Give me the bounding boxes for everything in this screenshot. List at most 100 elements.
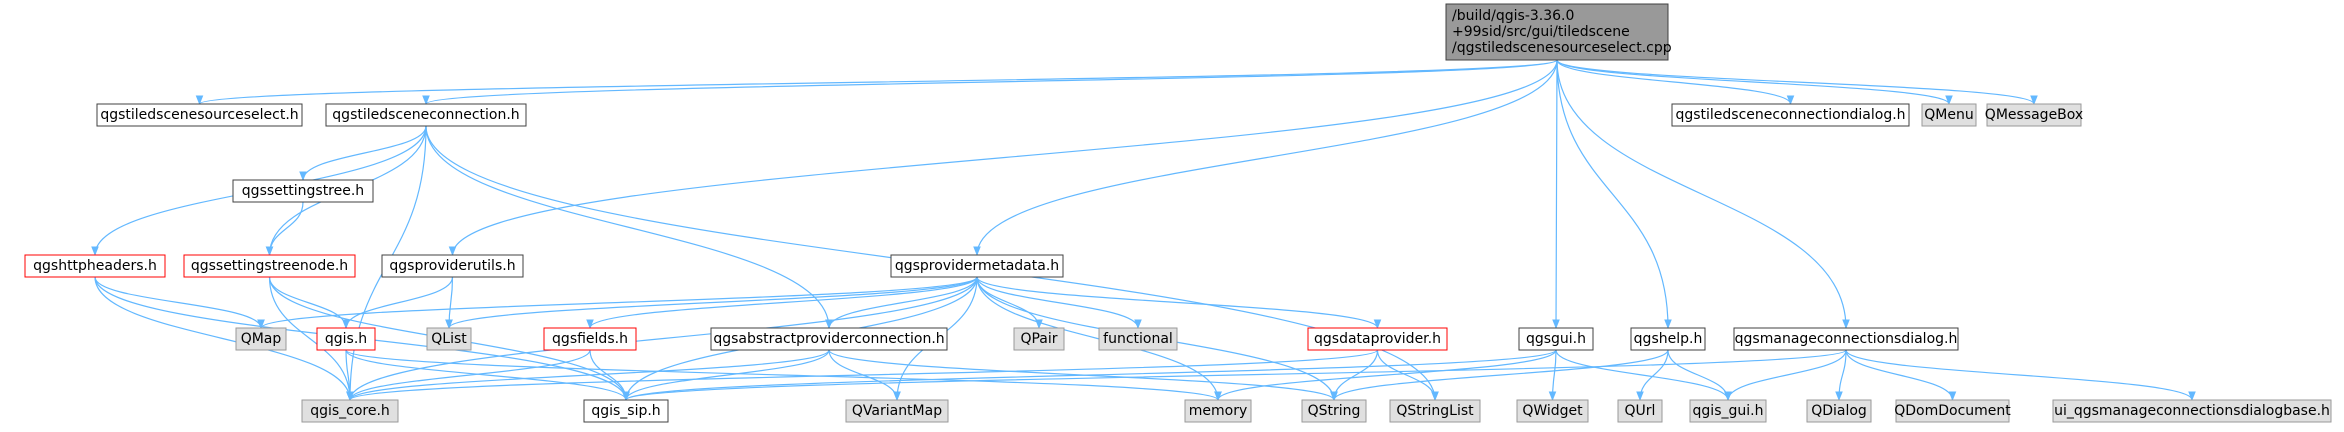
node-qstring[interactable]: QString xyxy=(1301,399,1367,423)
node-tss_h[interactable]: qgstiledscenesourceselect.h xyxy=(96,103,303,127)
node-label-qurl: QUrl xyxy=(1625,403,1656,419)
edge-sstn_h-to-qgis_h xyxy=(268,276,350,329)
node-label-qmenu: QMenu xyxy=(1924,107,1973,123)
edge-root-to-mcd_h xyxy=(1556,59,1850,329)
node-label-qvariantmap: QVariantMap xyxy=(852,403,942,419)
edge-pm_h-to-qlist xyxy=(445,276,978,329)
node-box-http_h xyxy=(24,254,166,278)
node-label-tsc_h: qgstiledsceneconnection.h xyxy=(332,107,519,123)
edge-mcd_h-to-qdomdoc xyxy=(1845,349,1957,401)
node-pm_h[interactable]: qgsprovidermetadata.h xyxy=(890,254,1064,278)
node-qgis_h[interactable]: qgis.h xyxy=(316,327,376,351)
node-qstringlist[interactable]: QStringList xyxy=(1389,399,1481,423)
edge-dp_h-to-qstringlist xyxy=(1376,349,1439,401)
edge-mcd_h-to-ui_mcd xyxy=(1845,349,2196,401)
node-label-apc_h: qgsabstractproviderconnection.h xyxy=(713,331,944,347)
node-label-functional: functional xyxy=(1103,331,1173,347)
edge-fields_h-to-qgis_core xyxy=(346,349,591,401)
edge-root-to-tsc_h xyxy=(422,59,1558,105)
node-http_h[interactable]: qgshttpheaders.h xyxy=(24,254,166,278)
edge-root-to-tscd_h xyxy=(1556,59,1795,105)
node-label-qdialog: QDialog xyxy=(1811,403,1867,419)
node-label-qgis_core: qgis_core.h xyxy=(310,403,390,419)
node-help_h[interactable]: qgshelp.h xyxy=(1630,327,1706,351)
node-root: /build/qgis-3.36.0+99sid/src/gui/tiledsc… xyxy=(1445,3,1672,61)
node-qdialog[interactable]: QDialog xyxy=(1806,399,1872,423)
node-functional[interactable]: functional xyxy=(1098,327,1178,351)
node-box-sst_h xyxy=(232,179,374,203)
node-apc_h[interactable]: qgsabstractproviderconnection.h xyxy=(710,327,948,351)
node-dp_h[interactable]: qgsdataprovider.h xyxy=(1307,327,1448,351)
edge-qgis_h-to-memory xyxy=(345,349,1222,401)
edge-help_h-to-qurl xyxy=(1636,349,1669,401)
node-box-root xyxy=(1445,3,1669,61)
node-label-qmsgbox: QMessageBox xyxy=(1985,107,2083,123)
node-label-qwidget: QWidget xyxy=(1522,403,1583,419)
node-memory[interactable]: memory xyxy=(1184,399,1252,423)
node-box-apc_h xyxy=(710,327,948,351)
node-qpair[interactable]: QPair xyxy=(1013,327,1065,351)
node-qlist[interactable]: QList xyxy=(426,327,472,351)
node-label-root: /build/qgis-3.36.0 xyxy=(1452,8,1574,24)
node-qvariantmap[interactable]: QVariantMap xyxy=(845,399,949,423)
edge-pm_h-to-fields_h xyxy=(586,276,978,329)
node-qmenu[interactable]: QMenu xyxy=(1921,103,1977,127)
node-box-qmenu xyxy=(1921,103,1977,127)
node-label-qstring: QString xyxy=(1308,403,1361,419)
node-qmap[interactable]: QMap xyxy=(235,327,287,351)
edge-gui_h-to-memory xyxy=(1214,349,1557,401)
node-box-sstn_h xyxy=(183,254,356,278)
node-tscd_h[interactable]: qgstiledsceneconnectiondialog.h xyxy=(1671,103,1910,127)
edge-mcd_h-to-qgis_sip xyxy=(622,349,1847,401)
node-sst_h[interactable]: qgssettingstree.h xyxy=(232,179,374,203)
edge-help_h-to-qstring xyxy=(1330,349,1669,401)
edge-tsc_h-to-sst_h xyxy=(299,125,427,181)
edge-pm_h-to-qpair xyxy=(976,276,1043,329)
node-label-fields_h: qgsfields.h xyxy=(552,331,628,347)
edge-root-to-help_h xyxy=(1556,59,1672,329)
node-label-pu_h: qgsproviderutils.h xyxy=(389,258,515,274)
node-qwidget[interactable]: QWidget xyxy=(1516,399,1589,423)
node-box-qpair xyxy=(1013,327,1065,351)
edge-gui_h-to-qgis_gui xyxy=(1555,349,1732,401)
node-gui_h[interactable]: qgsgui.h xyxy=(1518,327,1594,351)
node-ui_mcd[interactable]: ui_qgsmanageconnectionsdialogbase.h xyxy=(2052,399,2332,423)
node-qurl[interactable]: QUrl xyxy=(1617,399,1663,423)
edge-gui_h-to-qgis_sip xyxy=(622,349,1557,401)
node-fields_h[interactable]: qgsfields.h xyxy=(543,327,637,351)
edge-mcd_h-to-qgis_gui xyxy=(1724,349,1847,401)
node-sstn_h[interactable]: qgssettingstreenode.h xyxy=(183,254,356,278)
node-box-tss_h xyxy=(96,103,303,127)
node-label-qdomdoc: QDomDocument xyxy=(1894,403,2011,419)
node-qgis_sip[interactable]: qgis_sip.h xyxy=(583,399,669,423)
edge-tsc_h-to-apc_h xyxy=(425,125,833,329)
node-qmsgbox[interactable]: QMessageBox xyxy=(1985,103,2083,127)
node-box-fields_h xyxy=(543,327,637,351)
edge-root-to-gui_h xyxy=(1552,59,1560,329)
edge-root-to-tss_h xyxy=(196,59,1558,105)
node-label-root: /qgstiledscenesourceselect.cpp xyxy=(1452,40,1672,56)
node-label-ui_mcd: ui_qgsmanageconnectionsdialogbase.h xyxy=(2054,403,2330,419)
node-box-pm_h xyxy=(890,254,1064,278)
node-label-qmap: QMap xyxy=(241,331,282,347)
edge-root-to-qmenu xyxy=(1556,59,1953,105)
node-label-qgis_gui: qgis_gui.h xyxy=(1693,403,1764,419)
node-pu_h[interactable]: qgsproviderutils.h xyxy=(381,254,524,278)
node-qgis_gui[interactable]: qgis_gui.h xyxy=(1689,399,1767,423)
node-qdomdoc[interactable]: QDomDocument xyxy=(1894,399,2011,423)
node-box-tsc_h xyxy=(325,103,527,127)
node-label-dp_h: qgsdataprovider.h xyxy=(1314,331,1441,347)
node-qgis_core[interactable]: qgis_core.h xyxy=(301,399,399,423)
edge-dp_h-to-qgis_core xyxy=(346,349,1379,401)
edge-help_h-to-qgis_gui xyxy=(1667,349,1732,401)
edge-http_h-to-qmap xyxy=(94,276,265,329)
node-box-qwidget xyxy=(1516,399,1589,423)
node-label-help_h: qgshelp.h xyxy=(1634,331,1703,347)
node-label-qgis_sip: qgis_sip.h xyxy=(591,403,660,419)
edge-gui_h-to-qwidget xyxy=(1548,349,1557,401)
node-label-memory: memory xyxy=(1189,403,1248,419)
node-box-qdomdoc xyxy=(1895,399,2010,423)
node-tsc_h[interactable]: qgstiledsceneconnection.h xyxy=(325,103,527,127)
node-label-tss_h: qgstiledscenesourceselect.h xyxy=(100,107,298,123)
node-mcd_h[interactable]: qgsmanageconnectionsdialog.h xyxy=(1733,327,1959,351)
